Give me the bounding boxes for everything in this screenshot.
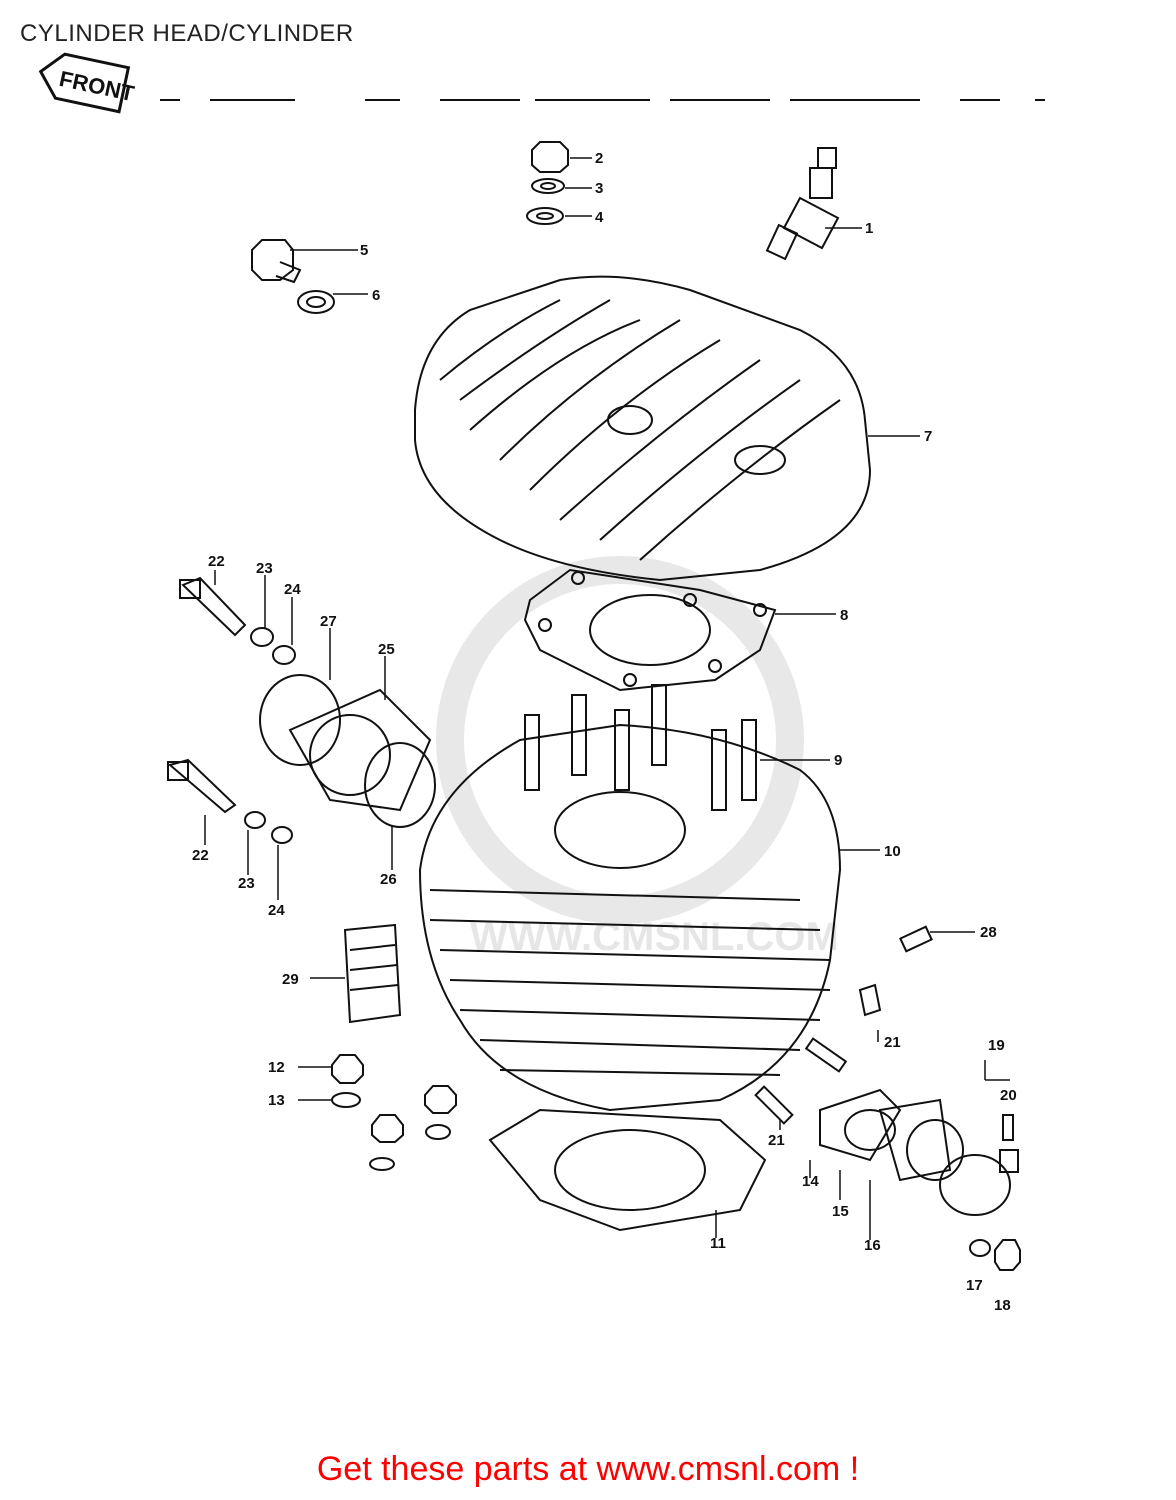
footer-link-container: Get these parts at www.cmsnl.com ! [0, 1450, 1176, 1489]
callout-11: 11 [710, 1235, 726, 1252]
callout-21-b: 21 [768, 1132, 785, 1149]
nut-washer-stack [526, 141, 569, 225]
callout-14: 14 [802, 1173, 819, 1190]
callout-24-b: 24 [268, 902, 285, 919]
callout-18: 18 [994, 1297, 1011, 1314]
callout-8: 8 [840, 607, 848, 624]
callout-28: 28 [980, 924, 997, 941]
callout-22-a: 22 [208, 553, 225, 570]
exploded-parts-diagram: WWW.CMSNL.COM FRONT [38, 52, 1045, 1314]
cylinder-studs [524, 684, 757, 811]
callout-15: 15 [832, 1203, 849, 1220]
hose-clamp [939, 1114, 1021, 1271]
locating-pin [899, 925, 933, 953]
callout-20: 20 [1000, 1087, 1017, 1104]
callout-labels: 1 2 3 4 5 6 7 8 9 10 11 12 13 14 15 16 1… [192, 150, 1017, 1314]
drain-plug [251, 239, 335, 314]
callout-4: 4 [595, 209, 604, 226]
callout-6: 6 [372, 287, 380, 304]
callout-16: 16 [864, 1237, 881, 1254]
callout-22-b: 22 [192, 847, 209, 864]
exhaust-flange [167, 576, 436, 844]
callout-5: 5 [360, 242, 368, 259]
callout-7: 7 [924, 428, 932, 445]
intake-manifold [819, 1088, 964, 1182]
intake-stud [754, 1085, 794, 1125]
callout-1: 1 [865, 220, 873, 237]
callout-29: 29 [282, 971, 299, 988]
callout-2: 2 [595, 150, 603, 167]
page-title: CYLINDER HEAD/CYLINDER [20, 20, 354, 47]
callout-21-a: 21 [884, 1034, 901, 1051]
callout-25: 25 [378, 641, 395, 658]
cylinder-head [414, 275, 872, 582]
callout-13: 13 [268, 1092, 285, 1109]
watermark-logo: WWW.CMSNL.COM [436, 556, 839, 959]
base-nuts [331, 1054, 457, 1171]
callout-26: 26 [380, 871, 397, 888]
front-arrow-icon: FRONT [38, 52, 137, 114]
rubber-damper [343, 923, 402, 1024]
head-gasket [523, 568, 777, 692]
callout-17: 17 [966, 1277, 983, 1294]
callout-19: 19 [988, 1037, 1005, 1054]
leader-lines [204, 157, 1010, 1240]
callout-12: 12 [268, 1059, 285, 1076]
get-parts-link[interactable]: Get these parts at www.cmsnl.com ! [316, 1450, 860, 1488]
callout-10: 10 [884, 843, 901, 860]
callout-9: 9 [834, 752, 842, 769]
callout-24-a: 24 [284, 581, 301, 598]
base-gasket [488, 1108, 767, 1232]
cylinder-barrel [418, 723, 842, 1112]
callout-23-a: 23 [256, 560, 273, 577]
spark-plug [765, 147, 840, 261]
callout-27: 27 [320, 613, 337, 630]
callout-23-b: 23 [238, 875, 255, 892]
callout-3: 3 [595, 180, 603, 197]
intake-stud [804, 1037, 848, 1073]
